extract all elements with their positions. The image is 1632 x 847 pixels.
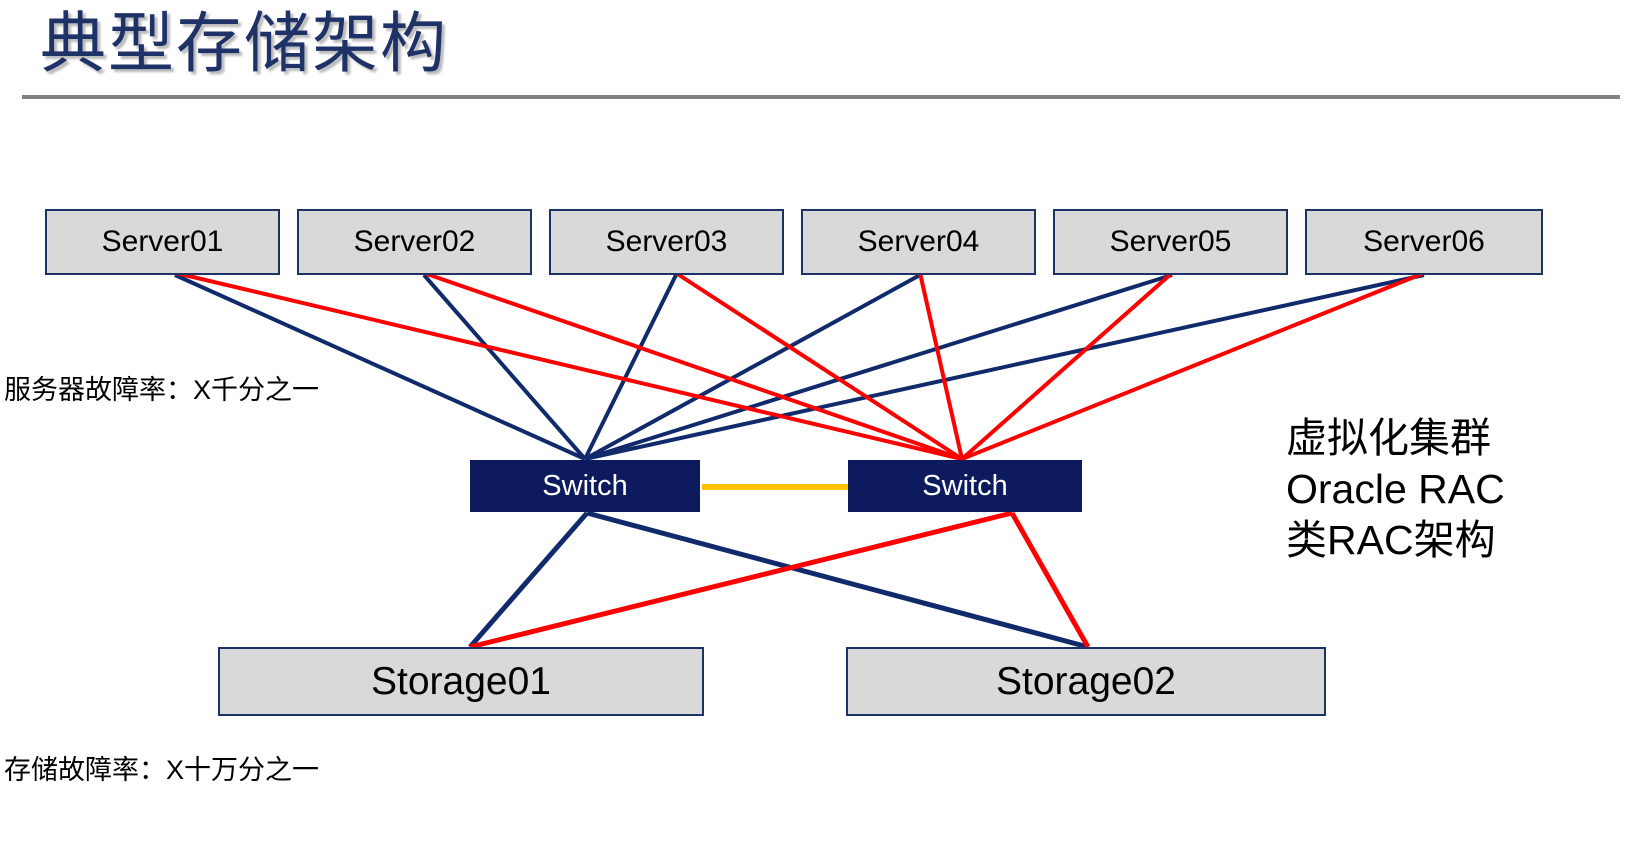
server-node-label: Server01 (101, 225, 224, 258)
switch-node-label: Switch (542, 469, 628, 502)
cluster-note-line-1: 虚拟化集群 (1286, 415, 1491, 461)
server-node-label: Server06 (1363, 225, 1485, 258)
title-divider (22, 95, 1620, 99)
link-switch-b-to-storage01 (469, 510, 1013, 650)
page-title: 典型存储架构 (40, 6, 448, 80)
link-server5-to-switch-b (960, 271, 1174, 461)
switch-node-label: Switch (922, 469, 1008, 502)
link-server6-to-switch-b (961, 271, 1425, 461)
storage-node-label: Storage02 (996, 659, 1176, 703)
storage-node-1[interactable]: Storage01 (218, 647, 704, 716)
link-server1-to-switch-b (175, 271, 963, 461)
server-node-1[interactable]: Server01 (45, 209, 280, 275)
cluster-note: 虚拟化集群 Oracle RAC 类RAC架构 (1286, 413, 1505, 566)
link-server2-to-switch-a (422, 273, 587, 461)
server-node-label: Server02 (353, 225, 476, 258)
link-switch-b-to-storage02 (1009, 511, 1091, 649)
link-server1-to-switch-a (174, 273, 586, 461)
server-node-4[interactable]: Server04 (801, 209, 1036, 275)
link-server3-to-switch-a (583, 274, 678, 460)
switch-node-2[interactable]: Switch (848, 460, 1082, 512)
switch-node-1[interactable]: Switch (470, 460, 700, 512)
cluster-note-line-3: 类RAC架构 (1286, 517, 1496, 563)
server-node-label: Server04 (857, 225, 980, 258)
storage-node-2[interactable]: Storage02 (846, 647, 1326, 716)
link-switch-a-to-storage02 (586, 510, 1089, 650)
cluster-note-line-2: Oracle RAC (1286, 466, 1505, 512)
storage-failure-rate-note: 存储故障率：X十万分之一 (4, 755, 320, 785)
link-server3-to-switch-b (674, 271, 964, 461)
server-node-label: Server05 (1109, 225, 1232, 258)
link-server4-to-switch-a (584, 273, 921, 461)
server-node-3[interactable]: Server03 (549, 209, 784, 275)
server-node-label: Server03 (605, 225, 728, 258)
link-server2-to-switch-b (423, 271, 963, 461)
server-node-5[interactable]: Server05 (1053, 209, 1288, 275)
link-server4-to-switch-b (918, 272, 964, 460)
link-server5-to-switch-a (584, 273, 1173, 461)
link-server6-to-switch-a (584, 273, 1425, 461)
server-node-2[interactable]: Server02 (297, 209, 532, 275)
link-switch-a-to-storage01 (468, 511, 589, 649)
storage-node-label: Storage01 (371, 659, 551, 703)
server-node-6[interactable]: Server06 (1305, 209, 1543, 275)
server-failure-rate-note: 服务器故障率：X千分之一 (4, 375, 320, 405)
